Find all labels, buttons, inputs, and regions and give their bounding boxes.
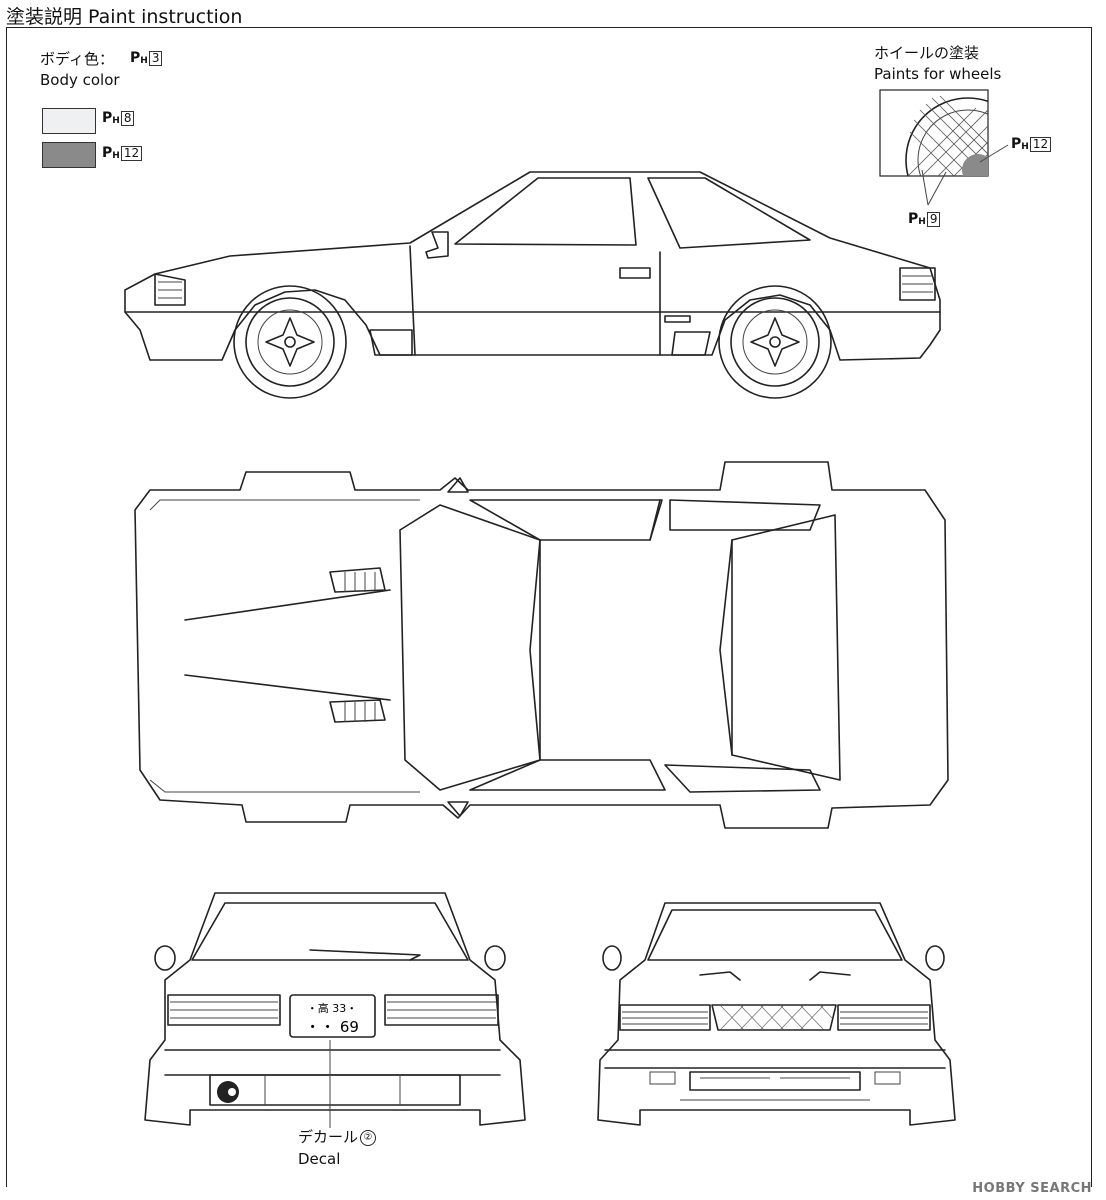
page-title: 塗装説明 Paint instruction [6,6,243,28]
body-color-label-jp: ボディ色： [40,50,114,68]
side-view [124,171,941,399]
plate-bottom: ・・ 69 [305,1018,359,1036]
rear-view: ・高 33・ ・・ 69 [144,892,526,1128]
wheel-code-b-value: 9 [926,211,941,227]
body-color-label-en: Body color [40,71,120,89]
plate-top: ・高 33・ [307,1001,358,1015]
top-view [134,461,949,829]
watermark: HOBBY SEARCH [972,1181,1092,1196]
decal-number: ② [360,1129,377,1146]
wheel-code-a-value: 12 [1029,136,1052,152]
swatch-dark [42,142,96,168]
front-view [597,902,956,1126]
decal-label-en: Decal [298,1150,341,1168]
wheels-label-jp: ホイールの塗装 [874,44,980,62]
paint-prefix-p: P [102,145,113,161]
diagram-frame [6,27,1092,1187]
paint-prefix-h: H [918,217,926,227]
body-color-code-value: 3 [148,50,163,66]
paint-code-light-value: 8 [120,110,135,126]
paint-prefix-h: H [112,151,120,161]
paint-prefix-h: H [140,56,148,66]
wheels-label-en: Paints for wheels [874,65,1002,83]
paint-prefix-p: P [102,110,113,126]
paint-code-dark-value: 12 [120,145,143,161]
swatch-light [42,108,96,134]
paint-prefix-p: P [130,50,141,66]
paint-prefix-h: H [1021,142,1029,152]
paint-prefix-h: H [112,116,120,126]
paint-prefix-p: P [1011,136,1022,152]
decal-label-jp-text: デカール [298,1128,359,1146]
wheel-inset [879,89,1009,206]
paint-prefix-p: P [908,211,919,227]
